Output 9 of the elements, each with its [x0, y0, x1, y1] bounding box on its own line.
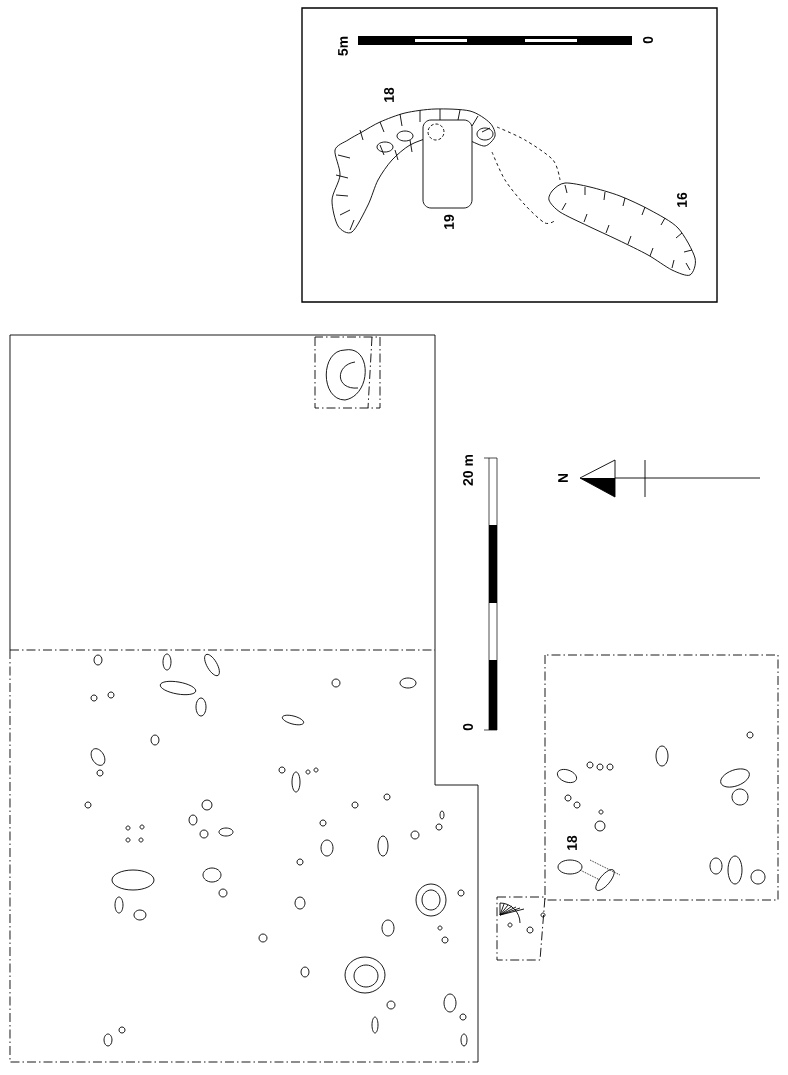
- scale-label: 20 m: [463, 454, 473, 486]
- feature-number: 18: [567, 835, 577, 850]
- north-label: N: [558, 473, 568, 483]
- scale-label: 5m: [338, 36, 348, 56]
- feature-number: 19: [444, 214, 454, 229]
- scale-label: 0: [643, 36, 653, 44]
- feature-number: 18: [384, 87, 394, 102]
- feature-number: 16: [677, 192, 687, 207]
- scale-label: 0: [463, 723, 473, 731]
